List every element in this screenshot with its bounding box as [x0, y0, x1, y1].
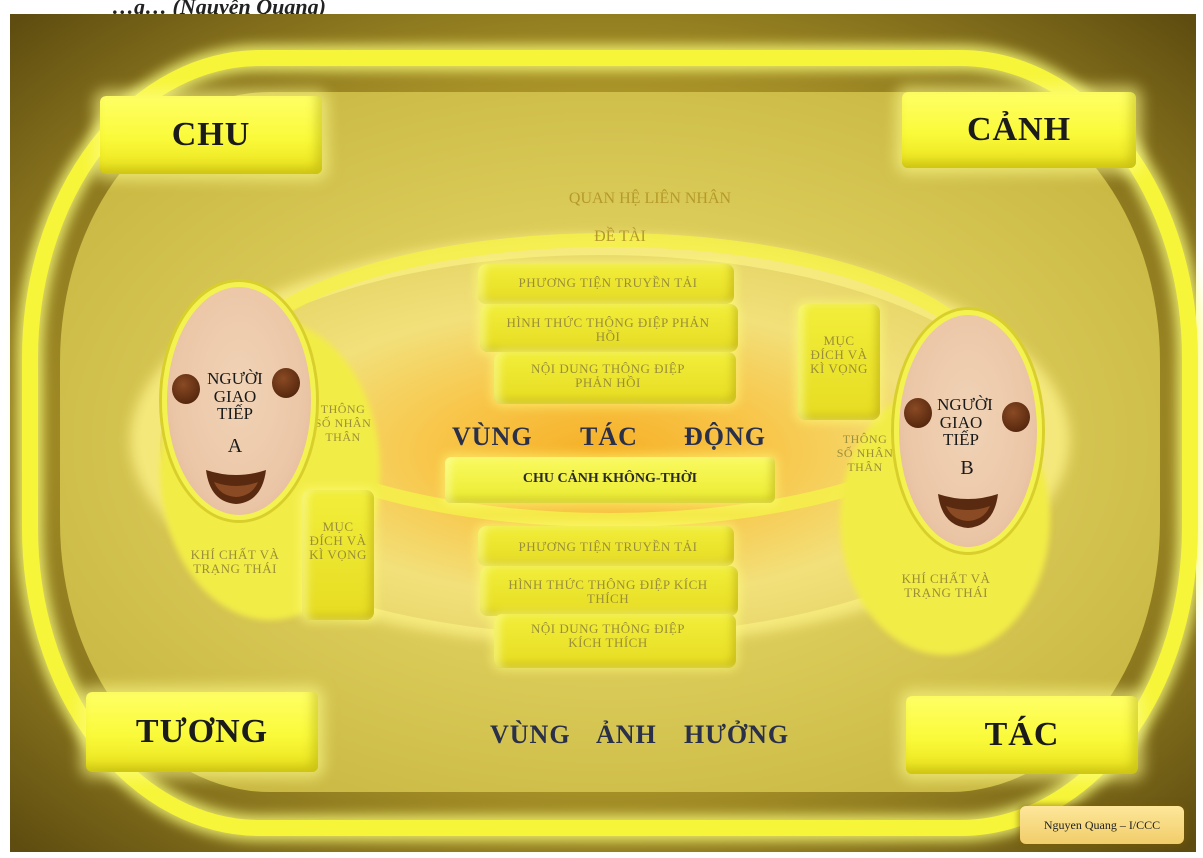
zone-impact-1: VÙNG — [452, 422, 533, 452]
upper-content-label: NỘI DUNG THÔNG ĐIỆP PHẢN HỒI — [520, 362, 696, 390]
person-a-name-line2: GIAO — [200, 388, 270, 405]
corner-chu: CHU — [100, 96, 322, 174]
zone-influence-3: HƯỞNG — [684, 720, 789, 750]
label-interpersonal: QUAN HỆ LIÊN NHÂN — [520, 190, 780, 208]
corner-canh: CẢNH — [902, 92, 1136, 168]
person-a-purpose-label: MỤC ĐÍCH VÀ KÌ VỌNG — [308, 520, 368, 562]
zone-impact-2: TÁC — [580, 422, 638, 452]
center-bar-label: CHU CẢNH KHÔNG-THỜI — [445, 471, 775, 487]
person-b-name-line3: TIẾP — [926, 431, 996, 448]
person-b-purpose-label: MỤC ĐÍCH VÀ KÌ VỌNG — [806, 334, 872, 376]
lower-media-label: PHƯƠNG TIỆN TRUYỀN TẢI — [492, 540, 724, 554]
person-a-right-eye — [272, 368, 300, 398]
person-b-mouth — [936, 492, 1000, 530]
lower-content-label: NỘI DUNG THÔNG ĐIỆP KÍCH THÍCH — [520, 622, 696, 650]
person-a-mouth — [204, 468, 268, 506]
author-badge: Nguyen Quang – I/CCC — [1020, 806, 1184, 844]
person-b-right-eye — [1002, 402, 1030, 432]
person-a-name-line1: NGƯỜI — [200, 370, 270, 387]
upper-form-label: HÌNH THỨC THÔNG ĐIỆP PHẢN HỒI — [494, 316, 722, 344]
zone-influence-2: ẢNH — [596, 720, 657, 750]
label-topic: ĐỀ TÀI — [560, 228, 680, 246]
person-b-name-line1: NGƯỜI — [930, 396, 1000, 413]
corner-tuong: TƯƠNG — [86, 692, 318, 772]
zone-influence-1: VÙNG — [490, 720, 571, 750]
zone-impact-3: ĐỘNG — [684, 422, 766, 452]
top-caption: …g… (Nguyễn Quang) — [112, 0, 326, 14]
person-b-letter: B — [932, 460, 1002, 477]
person-a-params-label: THÔNG SỐ NHÂN THÂN — [312, 402, 374, 444]
upper-media-label: PHƯƠNG TIỆN TRUYỀN TẢI — [492, 276, 724, 290]
person-a-name-line3: TIẾP — [200, 405, 270, 422]
person-b-params-label: THÔNG SỐ NHÂN THÂN — [834, 432, 896, 474]
person-a-letter: A — [200, 438, 270, 455]
lower-form-label: HÌNH THỨC THÔNG ĐIỆP KÍCH THÍCH — [494, 578, 722, 606]
person-b-name-line2: GIAO — [926, 414, 996, 431]
person-a-temperament-label: KHÍ CHẤT VÀ TRẠNG THÁI — [186, 548, 284, 576]
corner-tac: TÁC — [906, 696, 1138, 774]
person-a-left-eye — [172, 374, 200, 404]
person-b-temperament-label: KHÍ CHẤT VÀ TRẠNG THÁI — [896, 572, 996, 600]
